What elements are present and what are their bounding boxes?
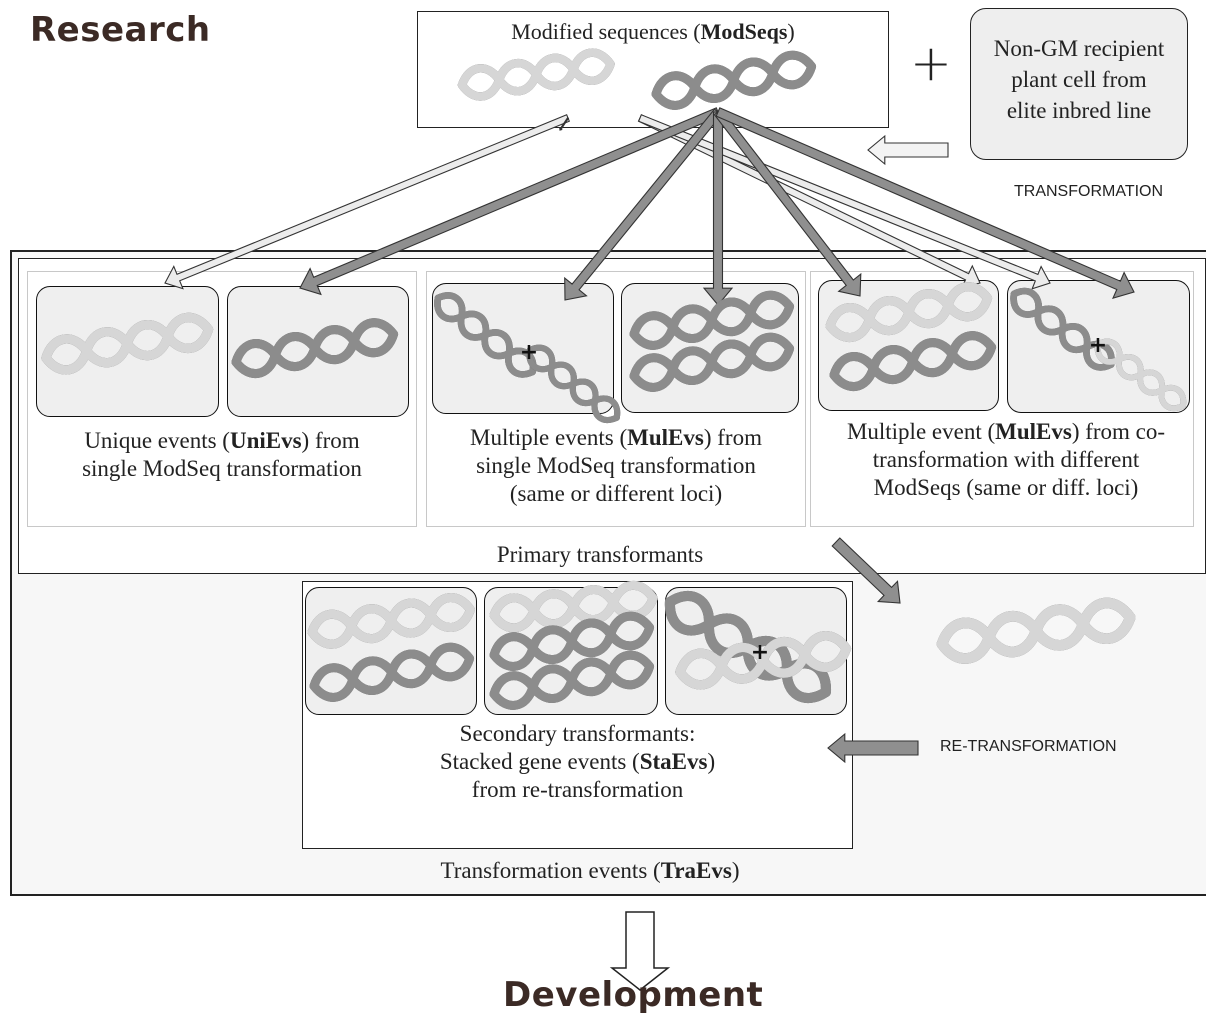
arrow-dark-to-co-2 [715, 107, 1135, 300]
arrow-primary-to-modseq [831, 537, 901, 604]
heading-development: Development [503, 975, 764, 1015]
traevs-label-pre: Transformation events ( [440, 858, 661, 883]
arrow-dark-to-mulevs-2 [702, 111, 734, 306]
unievs-dark-helix [233, 319, 396, 376]
recipient-cell-box [970, 8, 1188, 160]
traevs-label-bold: TraEvs [660, 858, 732, 883]
unievs-caption: Unique events (UniEvs) from single ModSe… [27, 427, 417, 483]
traevs-label-post: ) [731, 858, 740, 883]
traevs-label: Transformation events (TraEvs) [300, 857, 880, 885]
unievs-caption-post: ) from [301, 428, 360, 453]
unievs-caption-pre: Unique events ( [84, 428, 230, 453]
secondary-caption-bold: StaEvs [639, 749, 708, 774]
staevs-triple-dark-1 [491, 613, 652, 670]
recipient-line-1: Non-GM recipient [993, 36, 1165, 61]
mulevs-co-caption-line-3: ModSeqs (same or diff. loci) [873, 475, 1139, 500]
mulevs-cross-mark: + [520, 340, 538, 365]
mulevs-co-caption-bold: MulEvs [995, 419, 1072, 444]
arrow-dark-to-mulevs-1 [564, 108, 723, 301]
secondary-caption-pre: Stacked gene events ( [439, 749, 640, 774]
arrow-light-stub [559, 116, 570, 131]
modseqs-label-pre: Modified sequences ( [511, 19, 701, 44]
secondary-caption: Secondary transformants: Stacked gene ev… [302, 720, 853, 804]
transformation-label: TRANSFORMATION [1014, 183, 1164, 200]
retransform-modseq-helix [940, 600, 1133, 662]
staevs-triple-dark-2 [491, 652, 652, 709]
plus-sign: + [910, 34, 952, 92]
staevs-pair-dark [311, 644, 472, 701]
mulevs-single-caption-line-2: single ModSeq transformation [476, 453, 756, 478]
mulevs-single-caption-post: ) from [703, 425, 762, 450]
unievs-light-helix [43, 314, 211, 373]
staevs-cross-mark: + [751, 640, 769, 665]
arrow-dark-to-co-1 [713, 108, 862, 297]
modseq-dark-helix [653, 52, 814, 109]
arrow-to-development [609, 911, 671, 991]
mulevs-single-caption-bold: MulEvs [627, 425, 704, 450]
secondary-caption-line-3: from re-transformation [471, 777, 684, 802]
arrow-light-to-co-2 [637, 114, 1051, 290]
modseqs-label-post: ) [787, 19, 795, 44]
primary-transformants-label: Primary transformants [496, 542, 704, 567]
unievs-caption-bold: UniEvs [229, 428, 302, 453]
arrow-dark-to-unievs [299, 107, 721, 296]
secondary-caption-post: ) [707, 749, 716, 774]
mulevs-single-caption-line-3: (same or different loci) [509, 481, 723, 506]
modseqs-label-bold: ModSeqs [700, 19, 788, 44]
mulevs-co-caption-pre: Multiple event ( [846, 419, 996, 444]
modseq-light-helix [460, 50, 612, 99]
arrow-transformation [867, 134, 949, 166]
recipient-line-3: elite inbred line [1006, 98, 1152, 123]
heading-research: Research [30, 10, 211, 50]
staevs-triple-light [492, 583, 654, 630]
mulevs-single-caption: Multiple events (MulEvs) from single Mod… [420, 424, 812, 508]
mulevs-helix-a [431, 289, 539, 381]
staevs-pair-light [310, 595, 473, 647]
mulevs-co-caption-line-2: transformation with different [872, 447, 1140, 472]
recipient-label: Non-GM recipient plant cell from elite i… [970, 33, 1188, 126]
retransformation-label: RE-TRANSFORMATION [940, 738, 1117, 755]
mulevs-helix-b [524, 342, 623, 426]
arrow-retransformation [827, 732, 919, 764]
mulevs-co-caption-post: ) from co- [1071, 419, 1166, 444]
secondary-caption-line-1: Secondary transformants: [459, 721, 696, 746]
mulevs-single-caption-pre: Multiple events ( [470, 425, 628, 450]
mulevs-co-caption: Multiple event (MulEvs) from co- transfo… [806, 418, 1206, 502]
unievs-caption-line-2: single ModSeq transformation [82, 456, 362, 481]
co-cross-mark: + [1089, 333, 1107, 358]
recipient-line-2: plant cell from [1011, 67, 1147, 92]
arrow-light-to-unievs [164, 114, 571, 290]
modseqs-label: Modified sequences (ModSeqs) [417, 18, 889, 46]
